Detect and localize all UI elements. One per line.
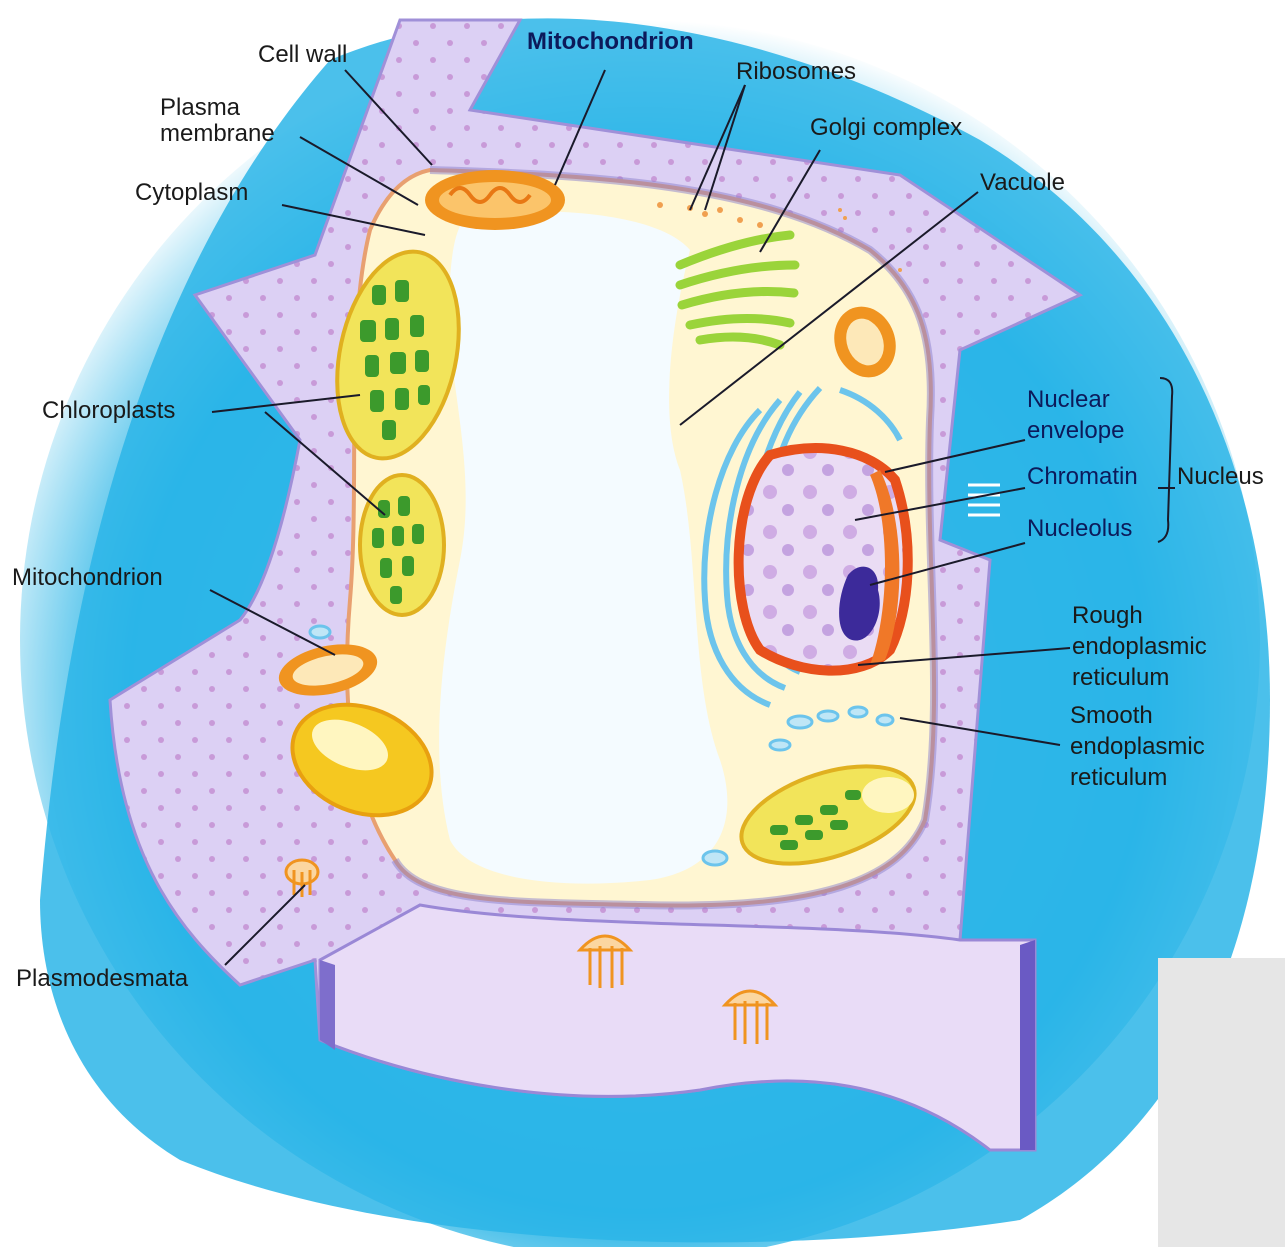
mitochondrion-top (425, 170, 565, 230)
label-nucleus: Nucleus (1177, 462, 1264, 492)
label-ribosomes: Ribosomes (736, 57, 856, 87)
label-cell-wall: Cell wall (258, 40, 347, 70)
label-nucleolus: Nucleolus (1027, 514, 1132, 544)
label-chromatin: Chromatin (1027, 462, 1138, 492)
nucleus (739, 448, 908, 671)
label-mitochondrion-top: Mitochondrion (527, 27, 694, 57)
label-vacuole: Vacuole (980, 168, 1065, 198)
label-golgi-complex: Golgi complex (810, 113, 962, 143)
label-rough-er: Rough endoplasmic reticulum (1072, 600, 1207, 693)
label-plasmodesmata: Plasmodesmata (16, 964, 188, 994)
label-smooth-er: Smooth endoplasmic reticulum (1070, 700, 1205, 793)
label-cytoplasm: Cytoplasm (135, 178, 248, 208)
chloroplast-lower (360, 475, 444, 615)
label-plasma-membrane: Plasma membrane (160, 95, 275, 147)
label-nuclear-envelope: Nuclear envelope (1027, 384, 1124, 446)
label-mitochondrion-left: Mitochondrion (12, 563, 163, 593)
grey-corner-block (1158, 958, 1285, 1247)
label-chloroplasts: Chloroplasts (42, 396, 175, 426)
